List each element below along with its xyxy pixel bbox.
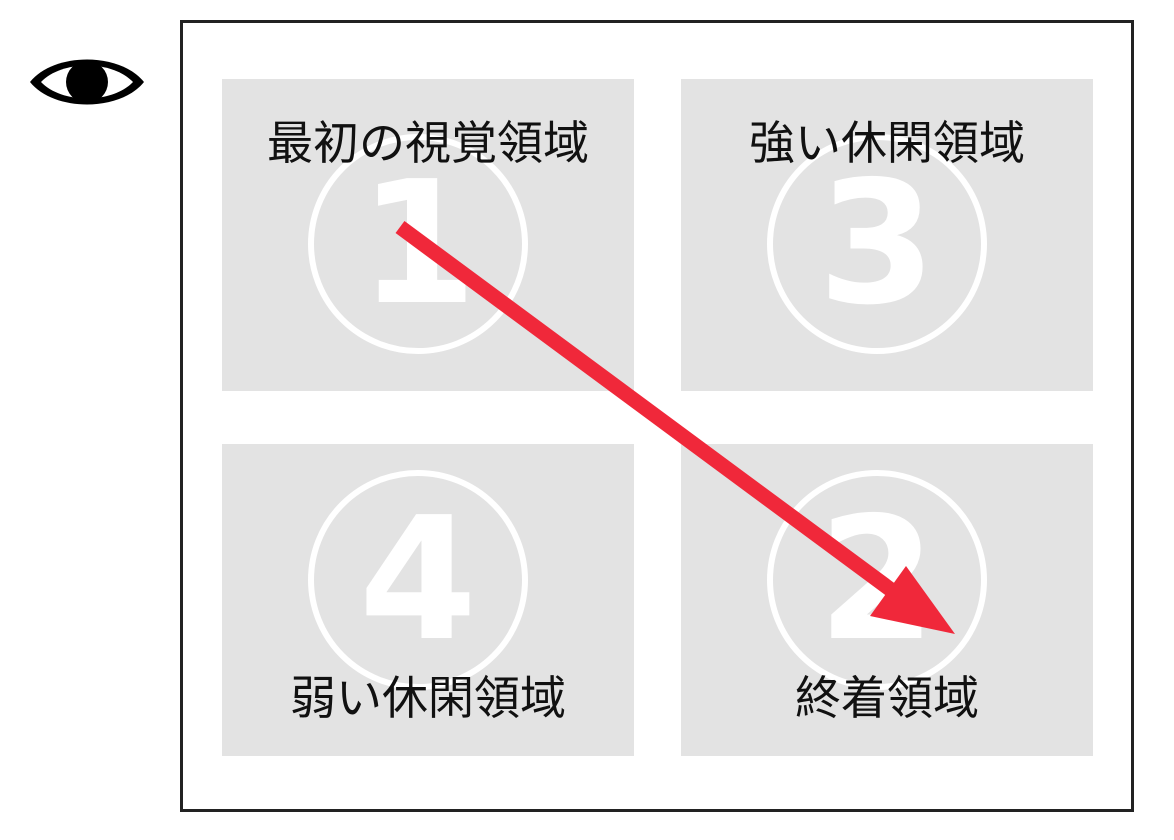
quadrant-3-label: 強い休閑領域: [749, 116, 1025, 170]
eye-icon: [30, 59, 144, 105]
quadrant-4-label: 弱い休閑領域: [290, 671, 566, 725]
quadrant-4: 4 弱い休閑領域: [222, 444, 634, 756]
quadrant-2-number: 2: [817, 481, 937, 679]
quadrant-4-number: 4: [358, 481, 478, 679]
quadrant-1-label: 最初の視覚領域: [267, 116, 589, 170]
quadrant-1: 1 最初の視覚領域: [222, 79, 634, 391]
quadrant-2-label: 終着領域: [795, 671, 979, 725]
quadrant-3: 3 強い休閑領域: [681, 79, 1093, 391]
quadrant-2: 2 終着領域: [681, 444, 1093, 756]
